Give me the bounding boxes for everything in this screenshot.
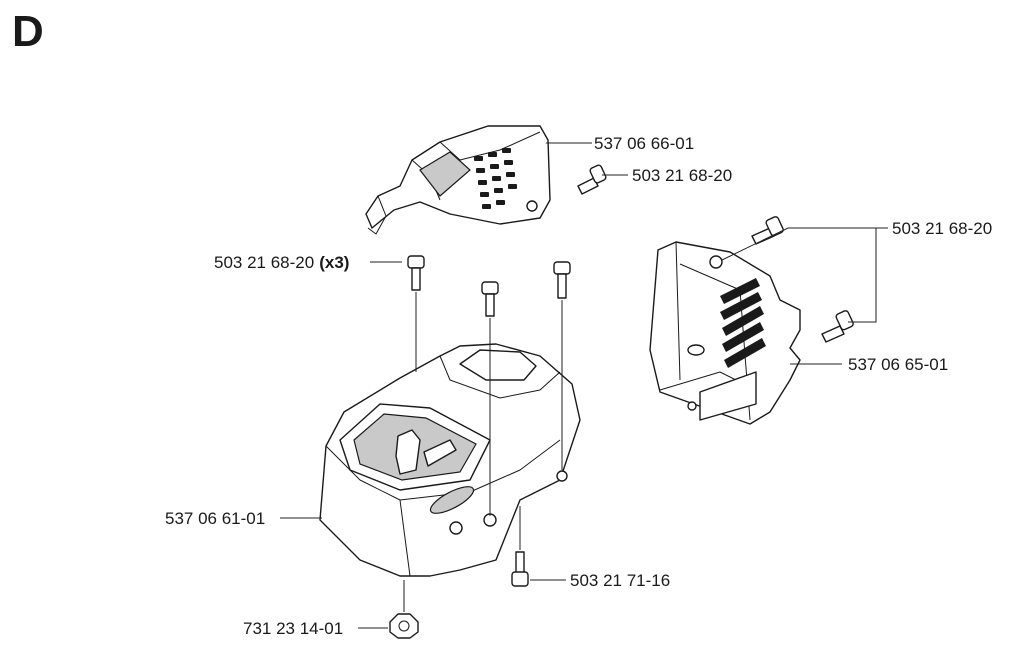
label-left-screws-qty: (x3) <box>319 253 349 272</box>
nut-part <box>389 613 419 639</box>
right-upper-screw-part <box>751 216 784 245</box>
label-left-screws-number: 503 21 68-20 <box>214 253 314 272</box>
label-nut: 731 23 14-01 <box>243 619 343 638</box>
right-lower-screw-part <box>821 310 854 343</box>
label-side-cover: 537 06 65-01 <box>848 355 948 374</box>
label-top-screw: 503 21 68-20 <box>632 166 732 185</box>
label-right-screws: 503 21 68-20 <box>892 219 992 238</box>
bottom-screw-part <box>511 551 529 587</box>
top-cover-part <box>365 125 551 235</box>
left-screw-3-part <box>553 261 571 299</box>
left-screw-2-part <box>481 281 499 317</box>
label-top-cover: 537 06 66-01 <box>594 134 694 153</box>
leader-lines <box>280 142 888 629</box>
label-main-cover: 537 06 61-01 <box>165 509 265 528</box>
main-cover-part <box>319 343 581 577</box>
label-bottom-screw: 503 21 71-16 <box>570 571 670 590</box>
left-screw-1-part <box>407 255 425 291</box>
label-left-screws: 503 21 68-20 (x3) <box>214 253 349 272</box>
section-letter: D <box>12 7 44 56</box>
side-cover-part <box>649 241 801 425</box>
top-screw-part <box>577 164 607 195</box>
